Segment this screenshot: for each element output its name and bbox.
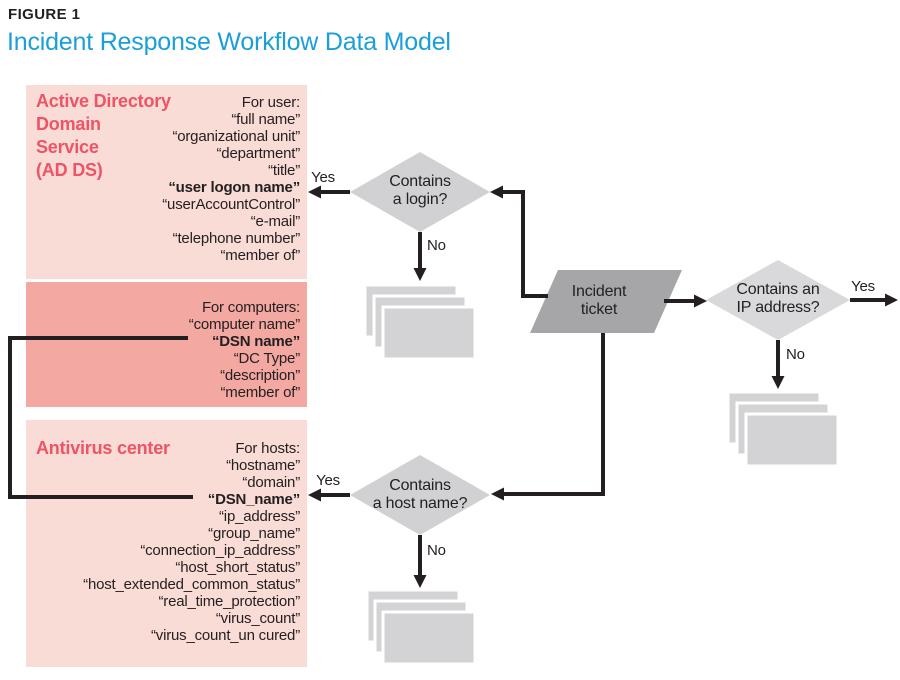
attribute-line: “domain” [242,474,300,491]
attribute-line: “member of” [220,247,301,264]
login-decision-label: Contains a login? [350,173,490,209]
attribute-line: “hostname” [226,457,300,474]
antivirus-box [26,420,307,667]
ip-no-card-stack [726,390,840,468]
ticket-to-login-head [490,185,503,199]
attribute-line: “user logon name” [168,179,300,196]
attribute-line: “userAccountControl” [162,196,300,213]
attribute-line: “telephone number” [172,230,301,247]
host-decision-label: Contains a host name? [350,477,490,513]
ad-ds-heading: Active Directory Domain Service (AD DS) [36,90,171,182]
incident-ticket-shape [530,270,682,333]
attribute-line: “organizational unit” [172,128,300,145]
host-decision-line2: a host name? [372,495,468,512]
arrow-login-yes-head [308,185,321,199]
ticket-to-ip-head [694,294,707,308]
host-yes-label: Yes [316,472,340,489]
host-no-card-stack [365,588,477,666]
login-yes-label: Yes [311,169,335,186]
ad-ds-heading-line: Service [36,137,99,157]
ip-decision-diamond [706,260,850,340]
arrow-ip-no-head [771,376,785,389]
attribute-line: “ip_address” [219,508,300,525]
computers-attribute-list: For computers: “computer name” “DSN name… [40,299,300,401]
login-no-card-stack [363,283,477,361]
login-decision-line1: Contains [389,173,451,190]
arrow-ip-yes-head [885,293,898,307]
ip-decision-line1: Contains an [736,281,820,298]
attribute-line: “host_extended_common_status” [83,576,300,593]
attribute-line: “full name” [231,111,300,128]
attribute-line: “DSN_name” [207,491,300,508]
attribute-line: “member of” [220,384,301,401]
arrow-host-yes-head [308,488,321,502]
list-title: For computers: [201,299,300,316]
computers-box [26,282,307,407]
incident-ticket-line1: Incident [571,283,627,300]
ad-ds-heading-line: Active Directory [36,91,171,111]
list-title: For user: [241,94,300,111]
antivirus-attribute-list: For hosts: “hostname” “domain” “DSN_name… [40,440,300,644]
ip-no-label: No [786,346,805,363]
attribute-line: “connection_ip_address” [140,542,300,559]
ad-ds-box [26,85,307,279]
antivirus-heading: Antivirus center [36,438,170,458]
attribute-line: “virus_count” [215,610,300,627]
incident-ticket-line2: ticket [580,301,618,318]
list-title: For hosts: [235,440,300,457]
attribute-line: “department” [216,145,301,162]
ticket-to-host-line [504,333,605,496]
ip-decision-line2: IP address? [736,299,820,316]
arrow-host-no-head [413,575,427,588]
attribute-line: “real_time_protection” [158,593,301,610]
login-decision-line2: a login? [392,191,448,208]
attribute-line: “DSN name” [211,333,300,350]
attribute-line: “DC Type” [233,350,300,367]
attribute-line: “group_name” [208,525,300,542]
attribute-line: “virus_count_un cured” [150,627,300,644]
attribute-line: “title” [268,162,300,179]
ip-yes-label: Yes [851,278,875,295]
login-decision-diamond [350,152,490,232]
ad-ds-attribute-list: For user: “full name” “organizational un… [40,94,300,264]
host-decision-line1: Contains [389,477,451,494]
ticket-to-login-line [502,190,548,298]
incident-ticket-label: Incident ticket [549,283,649,319]
ticket-to-host-head [491,487,504,501]
card-front [744,412,840,468]
figure-title: Incident Response Workflow Data Model [7,28,451,56]
figure-label: FIGURE 1 [8,6,81,23]
login-no-label: No [427,237,446,254]
host-decision-diamond [350,455,490,535]
host-no-label: No [427,542,446,559]
card-front [381,305,477,361]
dsn-name-link-line [8,336,193,499]
ip-decision-label: Contains an IP address? [708,281,848,317]
attribute-line: “host_short_status” [175,559,300,576]
attribute-line: “computer name” [188,316,300,333]
arrow-login-no-head [413,268,427,281]
attribute-line: “description” [220,367,300,384]
ad-ds-heading-line: Domain [36,114,101,134]
attribute-line: “e-mail” [250,213,300,230]
card-front [381,610,477,666]
ad-ds-heading-line: (AD DS) [36,160,103,180]
